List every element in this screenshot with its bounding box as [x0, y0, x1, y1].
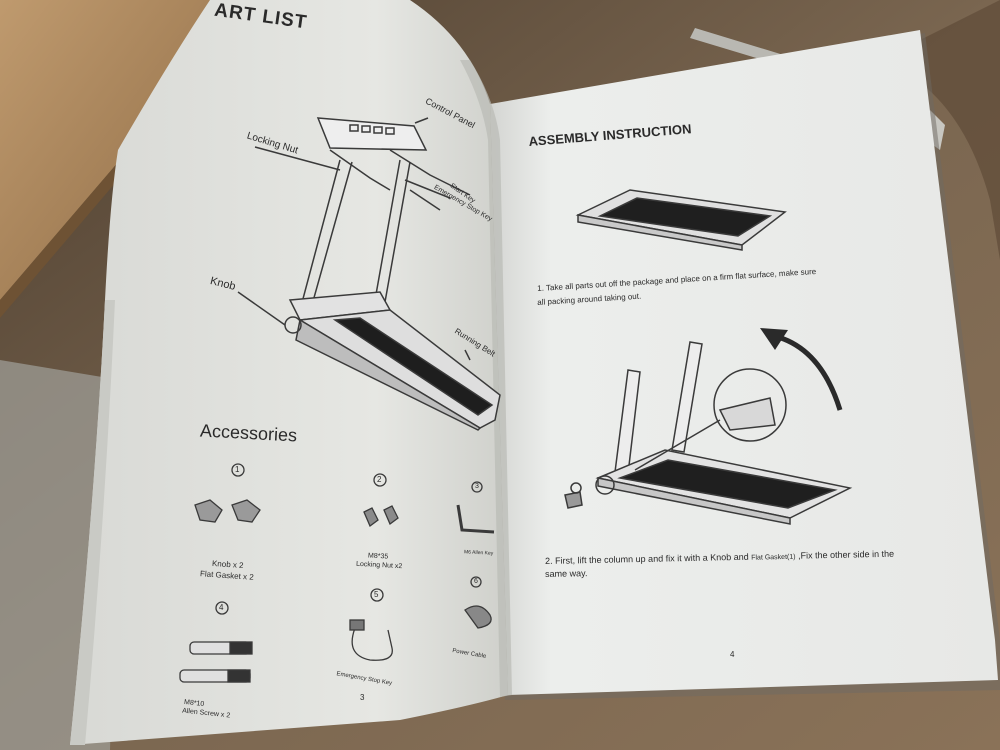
- knob-accessory-2: [231, 499, 261, 523]
- left-page-curl: [70, 300, 115, 745]
- step1-belt: [597, 197, 773, 237]
- step1-num-circle: [570, 482, 582, 494]
- step2-belt: [617, 459, 838, 509]
- power-cable-coil: [464, 605, 492, 629]
- accessories-artwork: [179, 463, 495, 683]
- step2-knob: [564, 491, 583, 509]
- step2-side: [597, 477, 791, 525]
- acc-num-3: 3: [475, 483, 479, 490]
- acc-num-5: 5: [374, 590, 379, 599]
- step1-diagram: [575, 189, 787, 251]
- acc-num-circle-1: [231, 463, 245, 477]
- emergency-key-clip: [349, 619, 365, 631]
- acc-num-circle-4: [215, 601, 229, 615]
- acc-num-circle-2: [373, 473, 387, 487]
- book-spine-shadow: [460, 60, 512, 697]
- callout-line-start: [404, 179, 451, 199]
- acc-label-m8-35: M8*35: [367, 552, 389, 561]
- allen-screw-2-head: [227, 669, 251, 683]
- control-button-1: [349, 124, 359, 132]
- rotate-arrow-head-icon: [760, 328, 788, 350]
- deck-side: [295, 318, 482, 431]
- control-button-2: [361, 125, 371, 133]
- allen-key-accessory: [456, 504, 495, 534]
- step2-text-part-c: ,Fix the other side in the: [795, 548, 895, 561]
- step2-zoom-circle: [713, 368, 787, 442]
- step2-column-right: [671, 341, 703, 453]
- acc-num-circle-5: [370, 588, 384, 602]
- control-button-3: [373, 126, 383, 134]
- step2-diagram: [564, 341, 853, 525]
- step2-zoom-detail: [718, 397, 776, 431]
- locking-nut-accessory-1: [363, 507, 379, 528]
- left-page: [70, 0, 508, 745]
- handle-left: [329, 149, 391, 191]
- step2-text-part-b: Flat Gasket(1): [751, 553, 796, 562]
- right-page: [490, 30, 998, 695]
- right-page-number: 4: [730, 650, 735, 659]
- control-button-4: [385, 127, 395, 135]
- acc-num-circle-6: [470, 576, 482, 588]
- belt-stripe: [332, 317, 494, 416]
- emergency-key-cord: [351, 627, 393, 661]
- treadmill-diagram: [237, 117, 501, 431]
- step2-gasket: [595, 475, 615, 495]
- step2-text-line2: same way.: [545, 568, 588, 579]
- handle-right: [389, 149, 471, 196]
- left-page-number: 3: [360, 693, 365, 702]
- callout-line-locking: [254, 146, 341, 171]
- acc-num-circle-3: [471, 481, 483, 493]
- acc-num-1: 1: [235, 465, 240, 474]
- acc-num-6: 6: [474, 578, 478, 585]
- step1-side: [577, 214, 743, 251]
- knob-accessory-1: [194, 499, 223, 523]
- acc-num-2: 2: [377, 475, 382, 484]
- acc-num-4: 4: [219, 603, 224, 612]
- callout-line-belt: [464, 349, 471, 361]
- callout-line-stop: [409, 189, 441, 211]
- control-panel-shape: [316, 117, 428, 151]
- step2-leader-line: [634, 419, 721, 471]
- callout-line-knob: [237, 291, 286, 326]
- locking-nut-accessory-2: [383, 505, 399, 526]
- callout-line-panel: [414, 117, 429, 124]
- allen-screw-1-head: [229, 641, 253, 655]
